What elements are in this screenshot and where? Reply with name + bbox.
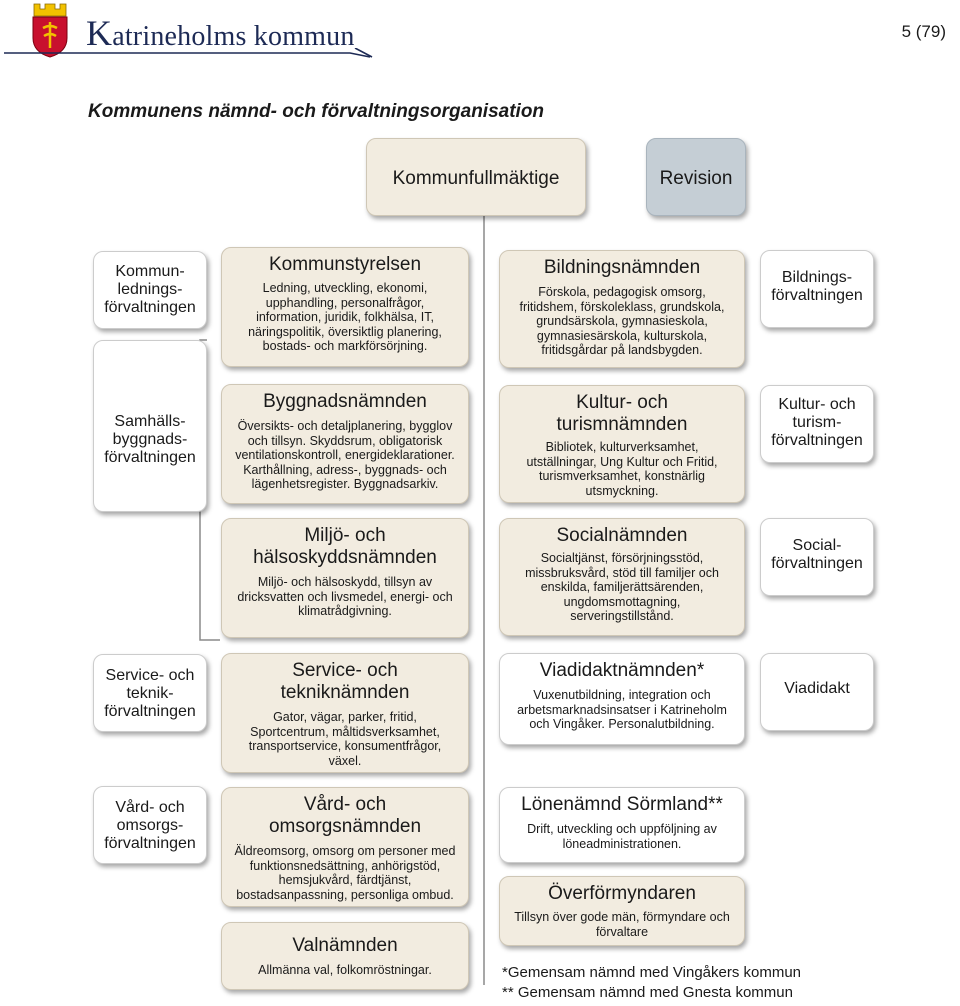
board-viadidaktnamnden: Viadidaktnämnden* Vuxenutbildning, integ… — [499, 653, 745, 745]
board-miljo-halsoskydd: Miljö- och hälsoskyddsnämnden Miljö- och… — [221, 518, 469, 638]
board-title: Miljö- och hälsoskyddsnämnden — [253, 525, 437, 568]
board-title: Service- och tekniknämnden — [280, 660, 410, 703]
board-description: Miljö- och hälsoskydd, tillsyn av dricks… — [237, 575, 453, 618]
admin-box-service-teknik: Service- och teknik- förvaltningen — [93, 654, 207, 732]
board-overformyndaren: Överförmyndaren Tillsyn över gode män, f… — [499, 876, 745, 946]
board-title: Socialnämnden — [556, 525, 688, 546]
admin-label: Kultur- och turism- förvaltningen — [771, 396, 863, 449]
board-description: Socialtjänst, försörjningsstöd, missbruk… — [525, 551, 719, 623]
board-byggnadsnamnden: Byggnadsnämnden Översikts- och detaljpla… — [221, 384, 469, 504]
brand-name: atrineholms kommun — [112, 21, 355, 52]
board-title: Kultur- och turismnämnden — [556, 392, 688, 435]
audit-box: Revision — [646, 138, 746, 216]
audit-label: Revision — [659, 168, 733, 189]
admin-box-kommunledning: Kommun- lednings- förvaltningen — [93, 251, 207, 329]
footnote-2: ** Gemensam nämnd med Gnesta kommun — [502, 984, 793, 1001]
brand-wordmark: Katrineholms kommun — [86, 12, 355, 54]
municipality-crest-logo — [30, 2, 70, 58]
board-title: Lönenämnd Sörmland** — [521, 794, 723, 815]
board-kultur-turism: Kultur- och turismnämnden Bibliotek, kul… — [499, 385, 745, 503]
board-title: Byggnadsnämnden — [263, 391, 427, 412]
board-description: Bibliotek, kulturverksamhet, utställning… — [526, 440, 718, 498]
council-box: Kommunfullmäktige — [366, 138, 586, 216]
admin-label: Viadidakt — [784, 680, 850, 697]
admin-label: Service- och teknik- förvaltningen — [104, 667, 196, 720]
board-service-teknik: Service- och tekniknämnden Gator, vägar,… — [221, 653, 469, 773]
council-label: Kommunfullmäktige — [392, 168, 560, 189]
brand-underline — [4, 48, 373, 58]
board-title: Valnämnden — [292, 935, 398, 956]
board-description: Ledning, utveckling, ekonomi, upphandlin… — [248, 281, 442, 353]
brand-initial: K — [86, 13, 113, 53]
board-socialnamnden: Socialnämnden Socialtjänst, försörjnings… — [499, 518, 745, 636]
board-valnamnden: Valnämnden Allmänna val, folkomröstninga… — [221, 922, 469, 990]
admin-box-bildning: Bildnings- förvaltningen — [760, 250, 874, 328]
board-description: Äldreomsorg, omsorg om personer med funk… — [234, 844, 456, 902]
admin-label: Bildnings- förvaltningen — [771, 269, 863, 304]
board-description: Drift, utveckling och uppföljning av lön… — [527, 822, 717, 851]
board-bildningsnamnden: Bildningsnämnden Förskola, pedagogisk om… — [499, 250, 745, 368]
admin-box-kultur-turism: Kultur- och turism- förvaltningen — [760, 385, 874, 463]
board-description: Vuxenutbildning, integration och arbetsm… — [517, 688, 727, 731]
board-title: Vård- och omsorgsnämnden — [268, 794, 422, 837]
board-vard-omsorg: Vård- och omsorgsnämnden Äldreomsorg, om… — [221, 787, 469, 907]
admin-label: Samhälls- byggnads- förvaltningen — [104, 413, 196, 466]
admin-box-social: Social- förvaltningen — [760, 518, 874, 596]
admin-box-viadidakt: Viadidakt — [760, 653, 874, 731]
board-description: Allmänna val, folkomröstningar. — [258, 963, 432, 977]
board-description: Gator, vägar, parker, fritid, Sportcentr… — [248, 710, 442, 768]
admin-label: Social- förvaltningen — [771, 537, 863, 572]
board-description: Tillsyn över gode män, förmyndare och fö… — [514, 910, 730, 939]
board-description: Förskola, pedagogisk omsorg, fritidshem,… — [519, 285, 725, 357]
board-title: Viadidaktnämnden* — [539, 660, 705, 681]
board-lonenamnd-sormland: Lönenämnd Sörmland** Drift, utveckling o… — [499, 787, 745, 863]
page-title: Kommunens nämnd- och förvaltningsorganis… — [88, 101, 545, 122]
board-title: Bildningsnämnden — [543, 257, 701, 278]
admin-box-vard-omsorg: Vård- och omsorgs- förvaltningen — [93, 786, 207, 864]
admin-label: Vård- och omsorgs- förvaltningen — [104, 799, 196, 852]
page-number: 5 (79) — [901, 22, 946, 41]
board-description: Översikts- och detaljplanering, bygglov … — [235, 419, 455, 491]
board-title: Överförmyndaren — [548, 883, 696, 904]
admin-label: Kommun- lednings- förvaltningen — [104, 263, 196, 316]
admin-box-samhallsbyggnad: Samhälls- byggnads- förvaltningen — [93, 340, 207, 512]
board-kommunstyrelsen: Kommunstyrelsen Ledning, utveckling, eko… — [221, 247, 469, 367]
footnote-1: *Gemensam nämnd med Vingåkers kommun — [502, 964, 802, 981]
board-title: Kommunstyrelsen — [268, 254, 422, 275]
